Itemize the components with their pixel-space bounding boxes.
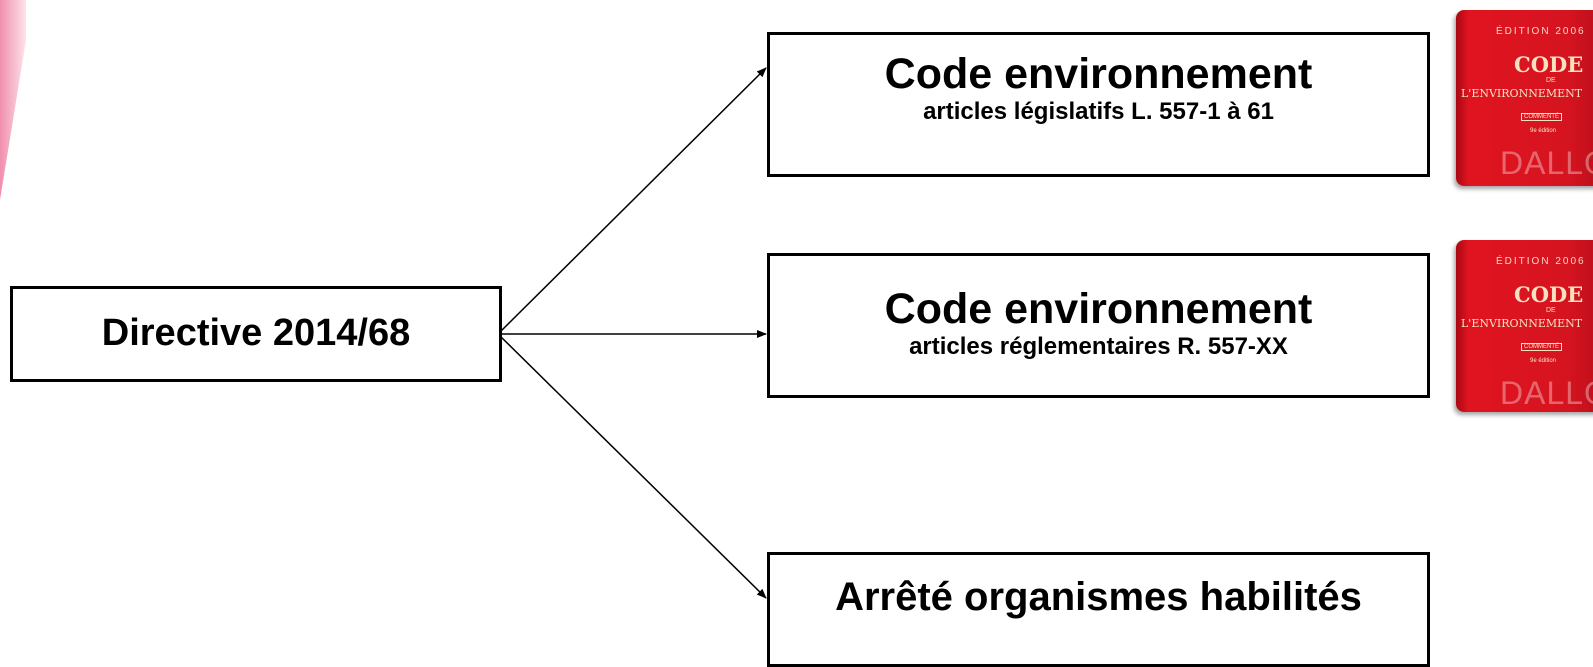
arrete-title: Arrêté organismes habilités xyxy=(835,575,1362,619)
book-edition-number: 9e édition xyxy=(1530,128,1557,134)
code-book-image-top: ÉDITION 2006 CODE DE L'ENVIRONNEMENT COM… xyxy=(1456,10,1593,186)
directive-title: Directive 2014/68 xyxy=(101,312,411,355)
book-badge: COMMENTÉ xyxy=(1521,343,1562,351)
regulatory-title: Code environnement xyxy=(884,285,1313,333)
book-publisher: DALLOZ xyxy=(1500,145,1593,181)
directive-box: Directive 2014/68 xyxy=(10,286,502,382)
arrow-to-arrete xyxy=(497,333,767,599)
legislative-title: Code environnement xyxy=(884,50,1313,98)
book-title: CODE xyxy=(1514,282,1584,307)
arrow-to-legislative xyxy=(497,67,767,335)
book-edition-number: 9e édition xyxy=(1530,358,1557,364)
book-de: DE xyxy=(1546,307,1556,314)
book-de: DE xyxy=(1546,77,1556,84)
legislative-code-box: Code environnement articles législatifs … xyxy=(767,32,1430,177)
regulatory-code-box: Code environnement articles réglementair… xyxy=(767,253,1430,398)
book-publisher: DALLOZ xyxy=(1500,375,1593,411)
book-title: CODE xyxy=(1514,52,1584,77)
arrete-box: Arrêté organismes habilités xyxy=(767,552,1430,667)
book-badge: COMMENTÉ xyxy=(1521,113,1562,121)
code-book-image-middle: ÉDITION 2006 CODE DE L'ENVIRONNEMENT COM… xyxy=(1456,240,1593,412)
book-subject: L'ENVIRONNEMENT xyxy=(1461,87,1583,100)
legislative-subtitle: articles législatifs L. 557-1 à 61 xyxy=(923,98,1274,126)
book-edition-label: ÉDITION 2006 xyxy=(1496,256,1586,267)
book-subject: L'ENVIRONNEMENT xyxy=(1461,317,1583,330)
book-edition-label: ÉDITION 2006 xyxy=(1496,26,1586,37)
decorative-pink-band xyxy=(0,0,26,200)
regulatory-subtitle: articles réglementaires R. 557-XX xyxy=(909,333,1288,361)
